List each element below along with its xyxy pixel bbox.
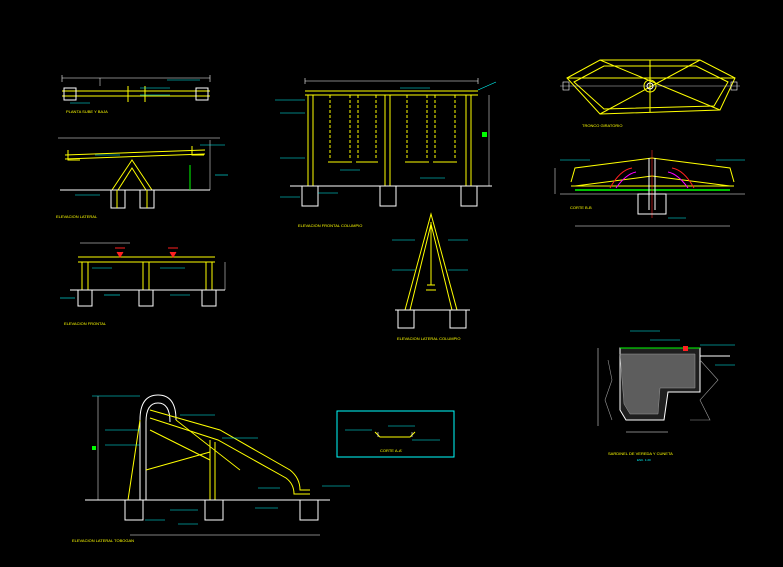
curb-detail-view — [597, 330, 735, 433]
swing-lateral-view — [392, 212, 470, 329]
slide-lateral-title: ELEVACION LATERAL TOBOGAN — [72, 538, 134, 543]
slide-lateral-view — [85, 394, 350, 536]
carousel-plan-title: TRONCO GIRATORIO — [582, 123, 623, 128]
curb-detail-scale: ESC. 1:20 — [637, 458, 651, 462]
seesaw-frontal-view — [60, 242, 226, 307]
detail-box-title: CORTE A-A' — [380, 448, 402, 453]
carousel-section-title: CORTE B-B — [570, 205, 592, 210]
curb-detail-title: SARDINEL DE VEREDA Y CUNETA — [608, 451, 673, 456]
swing-lateral-title: ELEVACION LATERAL COLUMPIO — [397, 336, 461, 341]
seesaw-lateral-view — [58, 137, 228, 209]
swing-frontal-view — [275, 78, 497, 207]
carousel-plan-view — [560, 59, 740, 115]
seesaw-plan-title: PLANTA SUBE Y BAJA — [66, 109, 108, 114]
seesaw-lateral-title: ELEVACION LATERAL — [56, 214, 98, 219]
swing-frontal-title: ELEVACION FRONTAL COLUMPIO — [298, 223, 362, 228]
seesaw-frontal-title: ELEVACION FRONTAL — [64, 321, 107, 326]
carousel-section-view — [554, 150, 745, 227]
detail-box — [336, 410, 455, 458]
seesaw-plan-view — [61, 75, 211, 104]
